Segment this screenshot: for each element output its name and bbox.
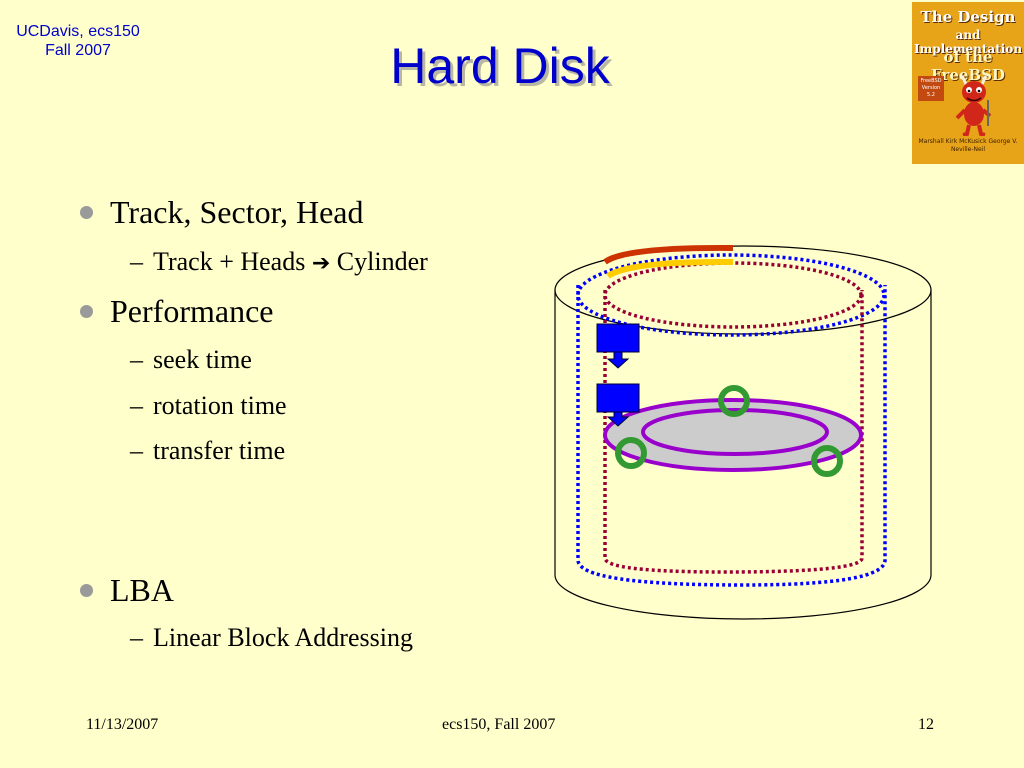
dash-glyph: – bbox=[130, 345, 143, 374]
hard-disk-diagram bbox=[554, 244, 932, 620]
platter-inner-track bbox=[641, 408, 829, 456]
sub-bullet-text: Linear Block Addressing bbox=[153, 623, 413, 652]
bullet-lba: LBA bbox=[80, 570, 174, 610]
footer-page-number: 12 bbox=[918, 716, 934, 733]
book-title-line3: of the FreeBSD bbox=[931, 48, 1005, 84]
sub-bullet-text: seek time bbox=[153, 345, 252, 374]
sub-bullet-transfer-time: –transfer time bbox=[130, 435, 285, 467]
course-term: Fall 2007 bbox=[45, 42, 111, 59]
book-authors: Marshall Kirk McKusick George V. Neville… bbox=[918, 138, 1018, 153]
bullet-text: Performance bbox=[110, 293, 274, 329]
dash-glyph: – bbox=[130, 436, 143, 465]
bullet-track-sector-head: Track, Sector, Head bbox=[80, 192, 363, 232]
track-arc-red bbox=[603, 244, 734, 265]
outer-track-cylinder-dotted bbox=[576, 285, 887, 587]
bsd-daemon-icon bbox=[955, 75, 992, 136]
track-arc-yellow bbox=[606, 258, 734, 279]
footer-date: 11/13/2007 bbox=[86, 716, 159, 733]
outer-track-top-dotted bbox=[576, 253, 886, 337]
dash-glyph: – bbox=[130, 391, 143, 420]
slide-title: Hard Disk bbox=[390, 38, 610, 94]
book-cover-image: The Design and Implementation of the Fre… bbox=[912, 2, 1024, 164]
bullet-text: LBA bbox=[110, 572, 174, 608]
sub-bullet-linear-block-addressing: –Linear Block Addressing bbox=[130, 622, 413, 654]
bullet-dot-icon bbox=[80, 305, 93, 319]
course-tag: UCDavis, ecs150 Fall 2007 bbox=[8, 22, 148, 60]
inner-track-cylinder-dotted bbox=[603, 290, 864, 574]
book-version-badge: FreeBSD Version 5.2 bbox=[918, 76, 944, 101]
right-arrow-icon: ➔ bbox=[311, 251, 331, 276]
sub-bullet-text-right: Cylinder bbox=[336, 247, 428, 276]
sub-bullet-text: rotation time bbox=[153, 391, 287, 420]
sub-bullet-rotation-time: –rotation time bbox=[130, 390, 287, 422]
sub-bullet-seek-time: –seek time bbox=[130, 344, 252, 376]
bullet-performance: Performance bbox=[80, 291, 273, 331]
sub-bullet-track-heads-cylinder: –Track + Heads ➔ Cylinder bbox=[130, 246, 428, 280]
bullet-dot-icon bbox=[80, 206, 93, 220]
course-name: UCDavis, ecs150 bbox=[16, 23, 140, 40]
sub-bullet-text-left: Track + Heads bbox=[153, 247, 306, 276]
read-head-upper-icon bbox=[596, 323, 640, 369]
dash-glyph: – bbox=[130, 623, 143, 652]
footer-course: ecs150, Fall 2007 bbox=[442, 716, 556, 733]
bullet-dot-icon bbox=[80, 584, 93, 598]
sector-marker-icon bbox=[615, 437, 647, 469]
book-title-line2: and Implementation bbox=[913, 28, 1023, 56]
cylinder-outline bbox=[554, 290, 932, 620]
inner-track-top-dotted bbox=[603, 261, 863, 329]
book-title-line1: The Design bbox=[920, 8, 1016, 26]
sub-bullet-text: transfer time bbox=[153, 436, 286, 465]
dash-glyph: – bbox=[130, 247, 143, 276]
sector-marker-icon bbox=[718, 385, 750, 417]
read-head-lower-icon bbox=[596, 383, 640, 427]
bullet-text: Track, Sector, Head bbox=[110, 194, 364, 230]
sector-marker-icon bbox=[811, 445, 843, 477]
